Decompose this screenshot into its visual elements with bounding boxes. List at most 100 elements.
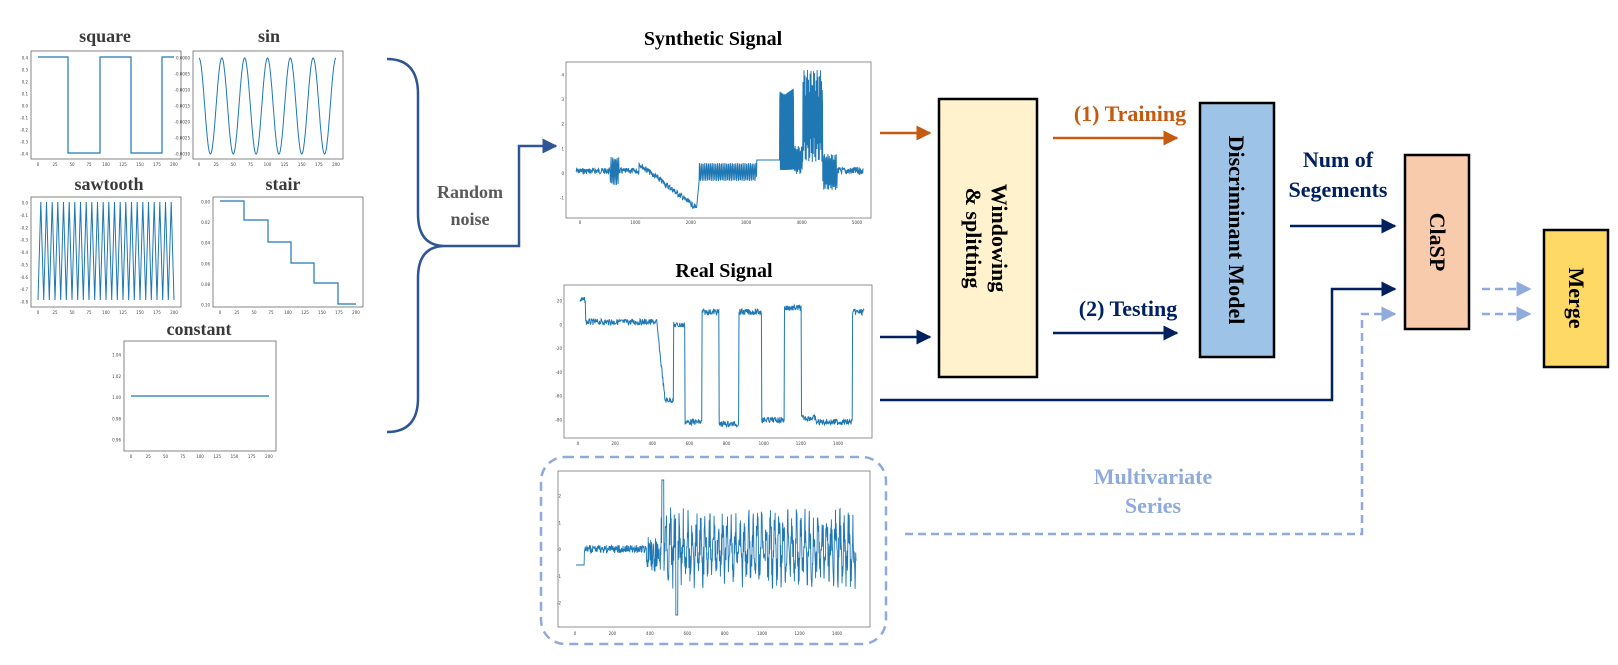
tick-label: 175 (153, 310, 161, 315)
tick-label: -40 (555, 370, 562, 375)
tick-label: 100 (264, 162, 272, 167)
clasp-label: ClaSP (1425, 213, 1450, 272)
num-segments-label-2: Segements (1289, 177, 1388, 202)
square-title: square (79, 26, 131, 46)
tick-label: 600 (686, 441, 694, 446)
tick-label: 1 (561, 146, 564, 151)
tick-label: 50 (163, 454, 169, 459)
tick-label: 0.0 (22, 201, 29, 206)
stair-wave-line (220, 200, 356, 305)
tick-label: -0.2 (20, 128, 28, 133)
tick-label: 125 (213, 454, 221, 459)
tick-label: 25 (234, 310, 240, 315)
tick-label: 100 (196, 454, 204, 459)
tick-label: 0.0 (22, 104, 29, 109)
tick-label: 0 (130, 454, 133, 459)
tick-label: 125 (119, 310, 127, 315)
constant-title: constant (166, 319, 231, 339)
tick-label: -80 (555, 418, 562, 423)
tick-label: 0 (577, 441, 580, 446)
sawtooth-frame (30, 196, 182, 308)
square-wave-line (38, 56, 174, 154)
tick-label: 25 (146, 454, 152, 459)
tick-label: 0.3 (22, 68, 29, 73)
synthetic-signal-title: Synthetic Signal (644, 28, 783, 50)
tick-label: 75 (180, 454, 186, 459)
tick-label: 1.02 (112, 374, 121, 379)
tick-label: 0 (198, 162, 201, 167)
multivariate-label-2: Series (1125, 493, 1182, 518)
tick-label: -0.5 (20, 262, 28, 267)
tick-label: 100 (102, 162, 110, 167)
tick-label: 200 (352, 310, 360, 315)
tick-label: 125 (301, 310, 309, 315)
tick-label: 2 (558, 494, 561, 499)
tick-label: 0.04 (201, 241, 210, 246)
tick-label: 150 (298, 162, 306, 167)
discriminant-model-box (1198, 101, 1276, 359)
tick-label: 2 (561, 122, 564, 127)
tick-label: -0.7 (20, 287, 28, 292)
tick-label: -60 (555, 394, 562, 399)
tick-label: 0 (561, 171, 564, 176)
tick-label: 200 (170, 310, 178, 315)
sin-frame (192, 50, 344, 160)
tick-label: 0 (579, 220, 582, 225)
num-segments-label-1: Num of (1303, 147, 1374, 172)
tick-label: -0.2 (20, 225, 28, 230)
tick-label: 0 (219, 310, 222, 315)
tick-label: 0.2 (22, 80, 29, 85)
sawtooth-y-ticks: 0.0-0.1-0.2-0.3-0.4-0.5-0.6-0.7-0.8 (20, 201, 28, 305)
tick-label: 3000 (741, 220, 752, 225)
tick-label: 4 (561, 73, 564, 78)
tick-label: -2 (557, 601, 561, 606)
tick-label: 175 (315, 162, 323, 167)
tick-label: 125 (281, 162, 289, 167)
tick-label: 1 (558, 520, 561, 525)
tick-label: 1200 (794, 631, 805, 636)
tick-label: 25 (214, 162, 220, 167)
tick-label: 1000 (630, 220, 641, 225)
constant-frame (123, 340, 277, 452)
square-frame (30, 50, 182, 160)
tick-label: 75 (86, 162, 92, 167)
stair-frame (212, 196, 364, 308)
tick-label: 20 (557, 299, 563, 304)
real-signal-frame (563, 284, 873, 439)
tick-label: -0.3 (20, 140, 28, 145)
tick-label: 0 (37, 310, 40, 315)
tick-label: 1000 (757, 631, 768, 636)
sawtooth-wave-line (37, 201, 175, 301)
tick-label: 25 (52, 310, 58, 315)
tick-label: 4000 (797, 220, 808, 225)
tick-label: 25 (52, 162, 58, 167)
tick-label: 50 (231, 162, 237, 167)
multivariate-to-clasp-arrow (905, 306, 1397, 536)
tick-label: 75 (268, 310, 274, 315)
tick-label: -1 (557, 574, 561, 579)
tick-label: 175 (248, 454, 256, 459)
real-y-ticks: 200-20-40-60-80 (555, 299, 562, 423)
tick-label: 200 (332, 162, 340, 167)
discriminant-model-label: Discriminant Model (1224, 136, 1249, 325)
tick-label: -0.0025 (175, 136, 191, 141)
tick-label: 800 (721, 631, 729, 636)
random-noise-arrow (445, 138, 558, 248)
tick-label: 1000 (759, 441, 770, 446)
tick-label: 50 (69, 162, 75, 167)
tick-label: 150 (231, 454, 239, 459)
sin-y-ticks: 0.0000-0.0005-0.0010-0.0015-0.0020-0.002… (175, 56, 191, 157)
tick-label: -0.8 (20, 300, 28, 305)
tick-label: 1200 (796, 441, 807, 446)
tick-label: 0 (559, 322, 562, 327)
tick-label: 75 (86, 310, 92, 315)
tick-label: 50 (251, 310, 257, 315)
tick-label: 1.04 (112, 353, 121, 358)
combine-bracket (386, 57, 446, 434)
